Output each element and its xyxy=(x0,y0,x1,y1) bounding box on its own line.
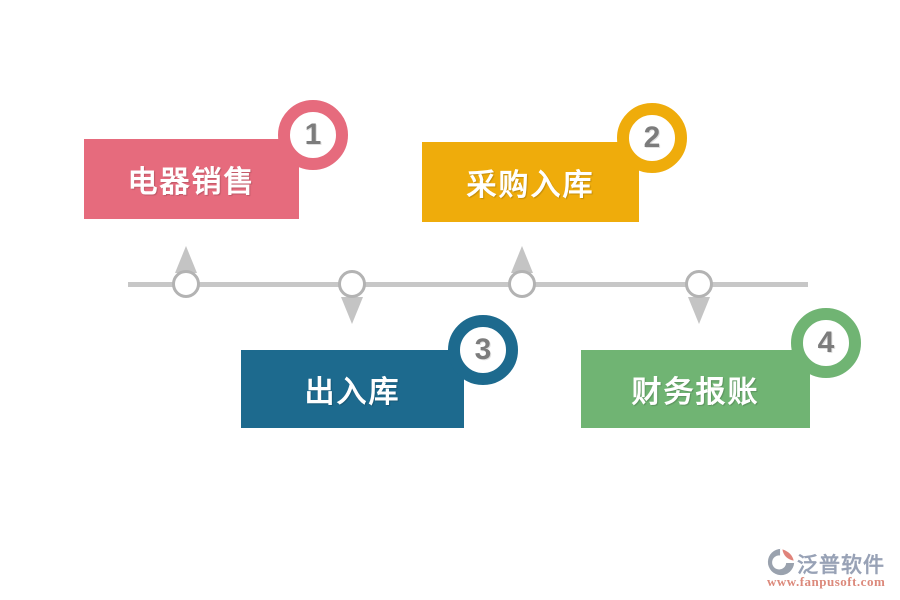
brand-name: 泛普软件 xyxy=(797,554,885,577)
timeline-line xyxy=(128,282,808,287)
step-box-financial-reimbursement: 财务报账 xyxy=(581,350,810,428)
arrow-up-icon xyxy=(511,246,533,273)
step-label: 采购入库 xyxy=(466,169,595,202)
footer-brand: 泛普软件 www.fanpusoft.com xyxy=(766,546,896,592)
step-number-badge: 4 xyxy=(791,308,861,378)
arrow-down-icon xyxy=(688,297,710,324)
step-label: 财务报账 xyxy=(631,376,760,409)
fanpu-logo-icon xyxy=(767,548,795,576)
step-number-badge: 2 xyxy=(617,103,687,173)
step-box-purchase-inbound: 采购入库 xyxy=(422,142,639,222)
step-label: 电器销售 xyxy=(127,166,256,199)
step-label: 出入库 xyxy=(304,376,401,409)
timeline-node xyxy=(685,270,713,298)
step-box-electric-sales: 电器销售 xyxy=(84,139,299,219)
step-box-in-out-warehouse: 出入库 xyxy=(241,350,464,428)
timeline-node xyxy=(172,270,200,298)
brand-url: www.fanpusoft.com xyxy=(767,574,886,589)
timeline-node xyxy=(508,270,536,298)
step-number: 4 xyxy=(817,326,835,359)
step-number: 3 xyxy=(474,333,492,366)
step-number-badge: 3 xyxy=(448,315,518,385)
step-number-badge: 1 xyxy=(278,100,348,170)
arrow-down-icon xyxy=(341,297,363,324)
arrow-up-icon xyxy=(175,246,197,273)
step-number: 1 xyxy=(304,118,322,151)
timeline-node xyxy=(338,270,366,298)
step-number: 2 xyxy=(643,121,661,154)
